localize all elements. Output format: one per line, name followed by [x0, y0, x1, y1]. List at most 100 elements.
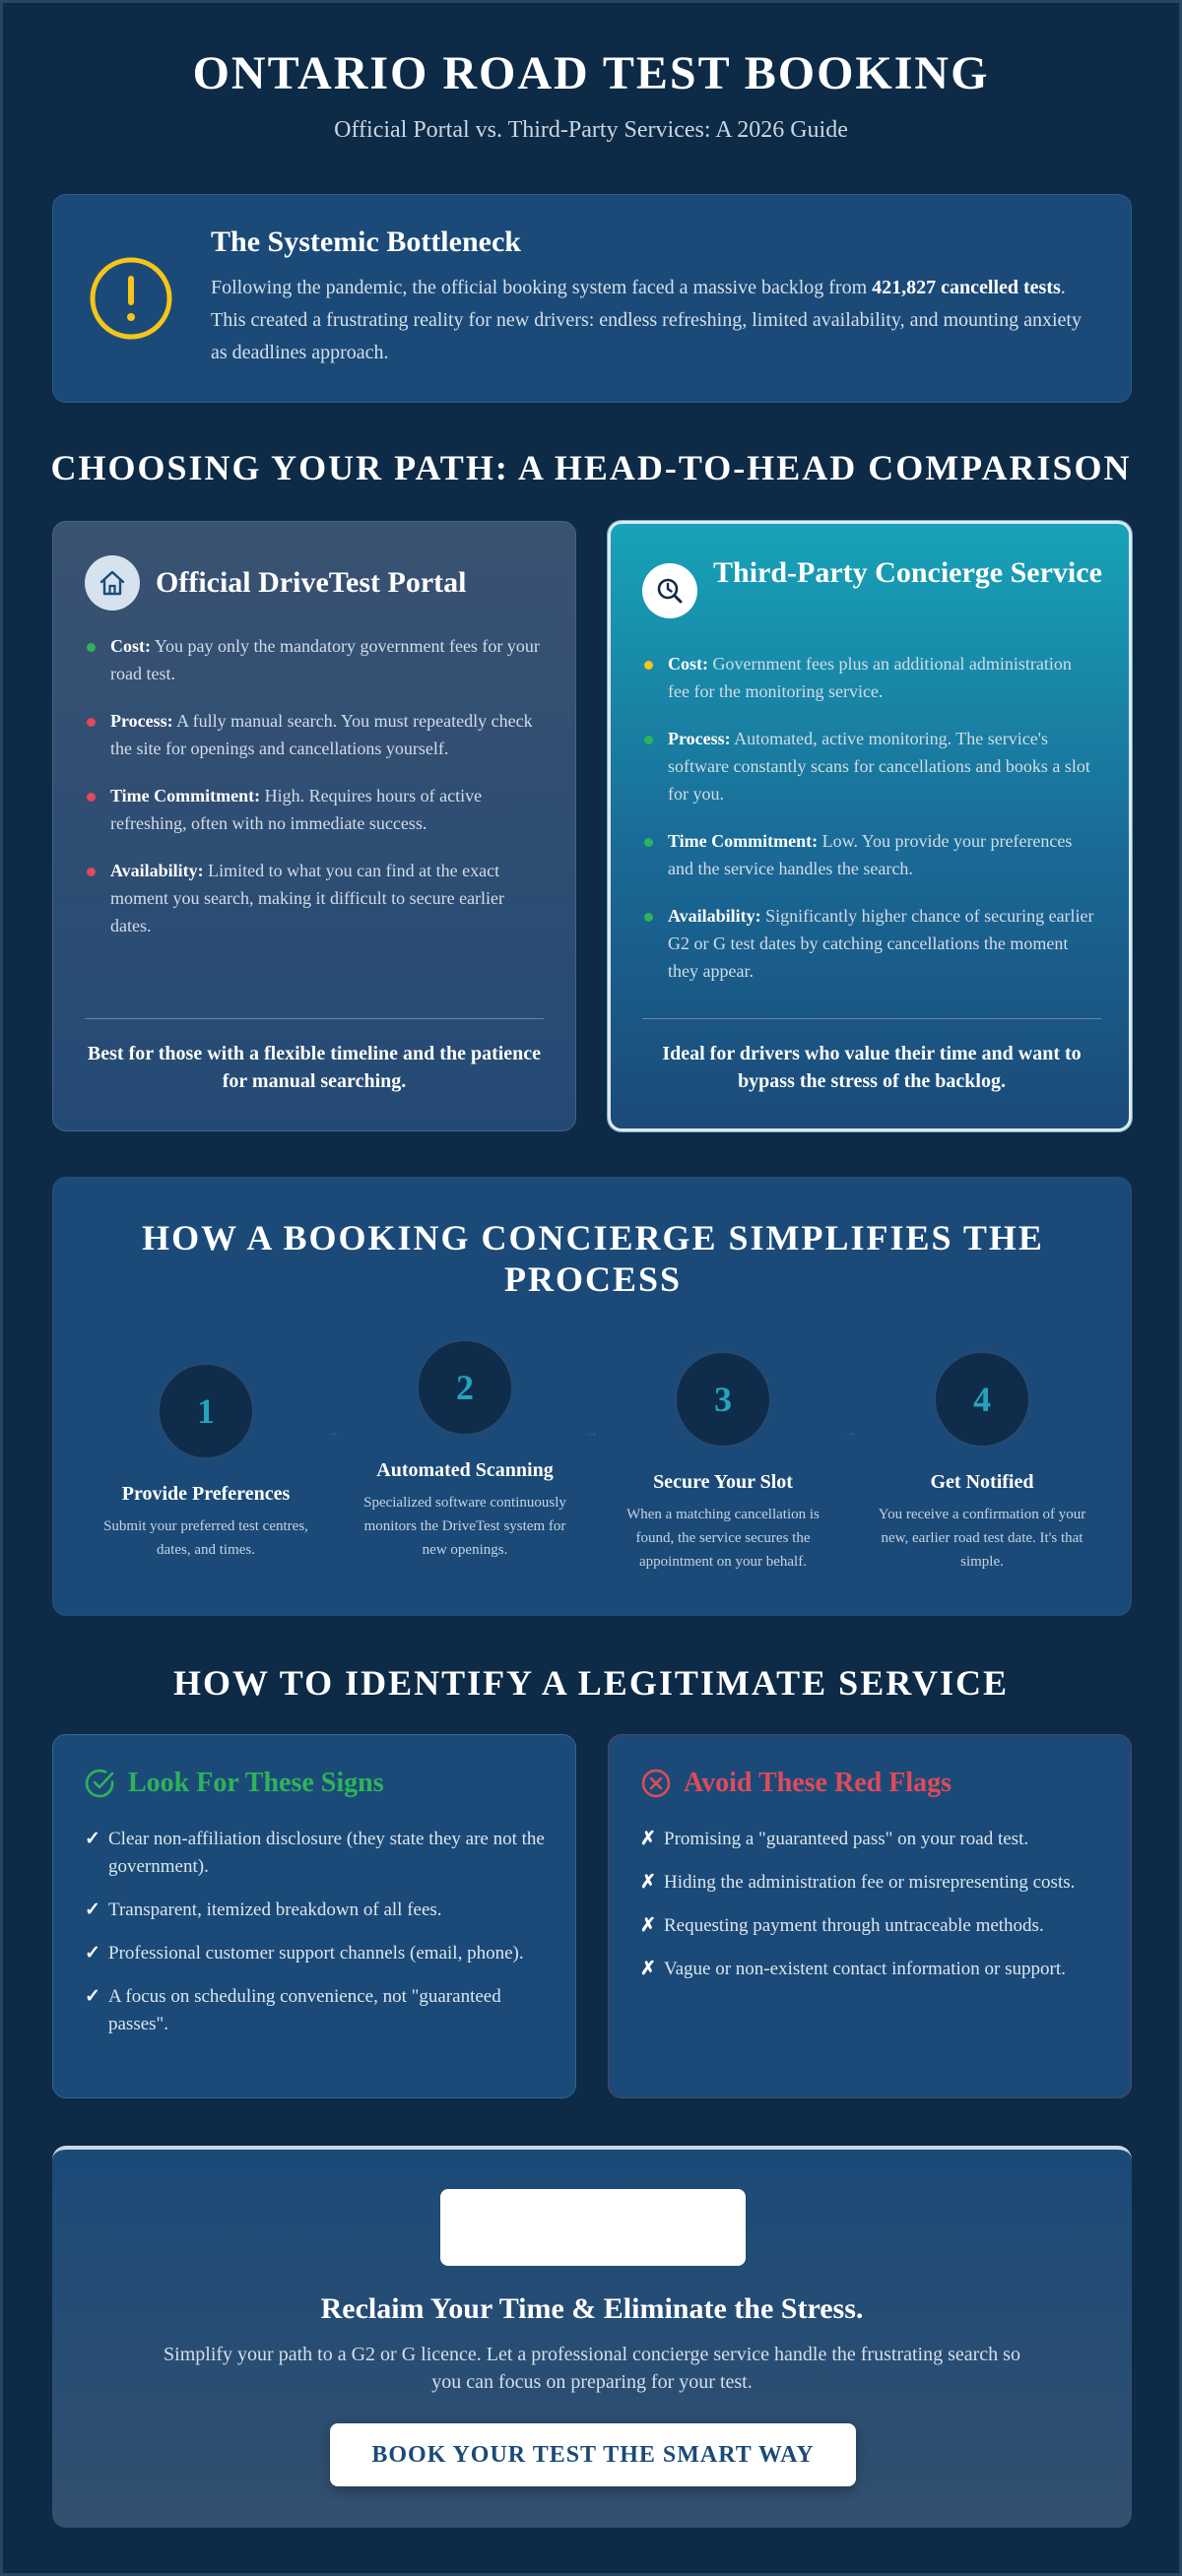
good-signs-card: Look For These Signs ✓ Clear non-affiliat… [52, 1734, 576, 2098]
checkmark-icon: ✓ [85, 1900, 100, 1920]
step-description: Specialized software continuously monito… [363, 1495, 566, 1558]
item-text: Hiding the administration fee or misrepr… [664, 1872, 1076, 1893]
check-circle-icon [85, 1769, 114, 1798]
red-flag-item: ✗Vague or non-existent contact informati… [640, 1956, 1103, 1983]
cta-text: Simplify your path to a G2 or G licence.… [164, 2344, 1020, 2393]
bullet-dot-icon [644, 661, 653, 670]
process-section: HOW A BOOKING CONCIERGE SIMPLIFIES THE P… [52, 1177, 1132, 1616]
concierge-bullet-list: Cost: Government fees plus an additional… [642, 650, 1097, 1004]
step-description: You receive a confirmation of your new, … [878, 1507, 1086, 1570]
bottleneck-text-start: Following the pandemic, the official boo… [211, 277, 873, 298]
official-bullet-list: Cost: You pay only the mandatory governm… [85, 632, 540, 959]
step-arrow-icon: → [843, 1426, 857, 1441]
step-arrow-icon: → [585, 1426, 599, 1441]
bottleneck-card: The Systemic Bottleneck Following the pa… [52, 194, 1132, 403]
good-signs-title: Look For These Signs [128, 1768, 384, 1798]
cross-mark-icon: ✗ [640, 1915, 656, 1936]
concierge-service-card: Third-Party Concierge Service Cost: Gove… [608, 521, 1132, 1131]
good-sign-item: ✓ A focus on scheduling convenience, not … [85, 1983, 548, 2038]
bullet-dot-icon [87, 793, 96, 802]
clock-search-icon [642, 563, 697, 618]
item-text: Government fees plus an additional admin… [668, 654, 1072, 701]
item-label: Availability: [110, 861, 204, 880]
concierge-bullet-item: Availability: Significantly higher chanc… [642, 902, 1097, 985]
official-bullet-item: Time Commitment: High. Requires hours of… [85, 782, 540, 837]
official-bullet-item: Cost: You pay only the mandatory governm… [85, 632, 540, 687]
cross-mark-icon: ✗ [640, 1872, 656, 1893]
item-text: Clear non-affiliation disclosure (they s… [108, 1829, 545, 1877]
item-label: Availability: [668, 906, 761, 926]
bullet-dot-icon [644, 838, 653, 847]
process-title: HOW A BOOKING CONCIERGE SIMPLIFIES THE P… [142, 1218, 1044, 1299]
legit-heading: HOW TO IDENTIFY A LEGITIMATE SERVICE [173, 1663, 1009, 1703]
item-text: Automated, active monitoring. The servic… [668, 729, 1090, 804]
call-to-action-section: Reclaim Your Time & Eliminate the Stress… [52, 2146, 1132, 2528]
red-flags-title: Avoid These Red Flags [684, 1768, 952, 1798]
official-card-footer: Best for those with a flexible timeline … [87, 1043, 542, 1092]
book-test-button[interactable]: BOOK YOUR TEST THE SMART WAY [330, 2423, 856, 2486]
bullet-dot-icon [87, 868, 96, 876]
concierge-card-footer: Ideal for drivers who value their time a… [662, 1043, 1082, 1092]
step-description: When a matching cancellation is found, t… [626, 1507, 820, 1570]
concierge-bullet-item: Time Commitment: Low. You provide your p… [642, 827, 1097, 882]
red-flags-card: Avoid These Red Flags ✗ Promising a "guar… [608, 1734, 1132, 2098]
good-signs-list: ✓ Clear non-affiliation disclosure (they … [85, 1826, 548, 2054]
official-divider [85, 1018, 544, 1019]
item-text: You pay only the mandatory government fe… [110, 636, 540, 683]
item-label: Process: [110, 711, 173, 731]
item-text: High. Requires hours of active refreshin… [110, 786, 483, 833]
red-flag-item: ✗Promising a "guaranteed pass" on your r… [640, 1826, 1103, 1853]
item-text: Requesting payment through untraceable m… [664, 1915, 1044, 1936]
red-flag-item: ✗ Hiding the administration fee or misrep… [640, 1869, 1103, 1897]
step-number-circle: 2 [417, 1339, 513, 1436]
checkmark-icon: ✓ [85, 1986, 100, 2007]
item-text: Promising a "guaranteed pass" on your ro… [664, 1829, 1029, 1849]
step-number-circle: 3 [675, 1351, 771, 1448]
cta-title: Reclaim Your Time & Eliminate the Stress… [320, 2292, 864, 2325]
cross-mark-icon: ✗ [640, 1959, 656, 1979]
step-title: Secure Your Slot [653, 1471, 793, 1493]
process-step-3: 3 Secure Your Slot When a matching cance… [615, 1351, 831, 1574]
item-label: Time Commitment: [110, 786, 261, 805]
step-number-circle: 1 [158, 1363, 254, 1459]
process-step-2: 2 Automated Scanning Specialized softwar… [357, 1339, 573, 1562]
red-flag-item: ✗ Requesting payment through untraceable … [640, 1912, 1103, 1940]
item-text: Low. You provide your preferences and th… [668, 831, 1073, 878]
step-arrow-icon: → [326, 1426, 340, 1441]
item-text: Limited to what you can find at the exac… [110, 861, 505, 935]
good-sign-item: ✓Professional customer support channels … [85, 1940, 548, 1967]
process-step-1: 1 Provide Preferences Submit your prefer… [98, 1363, 314, 1562]
process-step-4: 4 Get Notified You receive a confirmatio… [874, 1351, 1090, 1574]
red-flags-header: Avoid These Red Flags [640, 1767, 952, 1800]
official-card-title: Official DriveTest Portal [156, 566, 467, 599]
x-circle-icon [641, 1769, 671, 1798]
bottleneck-text: Following the pandemic, the official boo… [211, 272, 1097, 369]
step-title: Get Notified [930, 1471, 1034, 1493]
bullet-dot-icon [87, 643, 96, 652]
item-label: Process: [668, 729, 731, 748]
item-label: Cost: [668, 654, 708, 674]
red-flags-list: ✗ Promising a "guaranteed pass" on your r… [640, 1826, 1103, 1999]
item-label: Cost: [110, 636, 151, 656]
step-description: Submit your preferred test centres, date… [103, 1518, 308, 1558]
step-title: Provide Preferences [121, 1483, 291, 1505]
official-bullet-item: Process: A fully manual search. You must… [85, 707, 540, 762]
item-text: A focus on scheduling convenience, not "… [108, 1986, 501, 2034]
concierge-bullet-item: Process: Automated, active monitoring. T… [642, 725, 1097, 807]
item-text: Professional customer support channels (… [108, 1943, 524, 1964]
page-subtitle: Official Portal vs. Third-Party Services… [334, 117, 848, 143]
logo-placeholder [440, 2189, 746, 2266]
good-sign-item: ✓ Clear non-affiliation disclosure (they … [85, 1826, 548, 1881]
official-bullet-item: Availability: Limited to what you can fi… [85, 857, 540, 939]
item-label: Time Commitment: [668, 831, 819, 851]
bullet-dot-icon [644, 913, 653, 922]
bottleneck-text-end: . This created a frustrating reality for… [211, 277, 1082, 363]
step-number-circle: 4 [934, 1351, 1030, 1448]
page-title: ONTARIO ROAD TEST BOOKING [192, 47, 990, 99]
official-portal-card: Official DriveTest Portal Cost: You pay … [52, 521, 576, 1131]
bullet-dot-icon [87, 718, 96, 727]
warning-icon [90, 257, 172, 340]
concierge-divider [642, 1018, 1101, 1019]
checkmark-icon: ✓ [85, 1829, 100, 1849]
